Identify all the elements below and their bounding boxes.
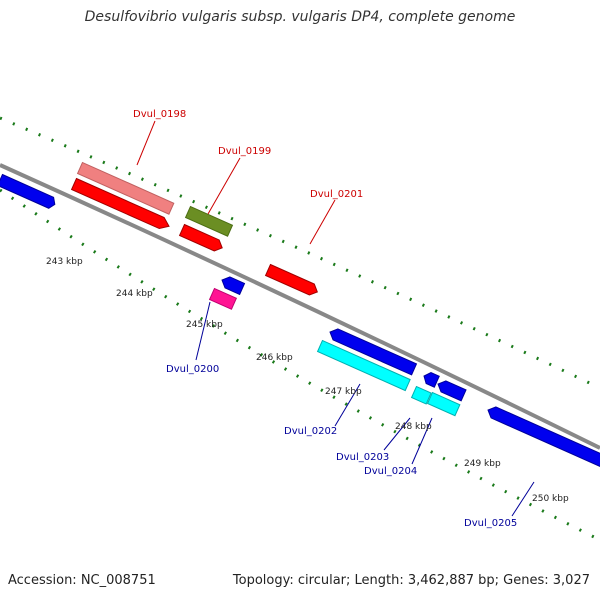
outer-gc-track [0,116,600,390]
gene-Dvul_0204-cyan[interactable] [426,391,461,417]
gene-Dvul_0199-olive[interactable] [184,205,234,237]
label-Dvul_0203[interactable]: Dvul_0203 [336,452,389,463]
gene-Dvul_0200-magenta[interactable] [208,287,238,310]
gene-Dvul_0203-cyan[interactable] [410,385,432,405]
tick-label: 247 kbp [325,387,362,397]
label-Dvul_0198[interactable]: Dvul_0198 [133,109,186,120]
label-Dvul_0205[interactable]: Dvul_0205 [464,518,517,529]
label-Dvul_0201[interactable]: Dvul_0201 [310,189,363,200]
gene-labels: Dvul_0198 Dvul_0199 Dvul_0201 Dvul_0200 … [133,109,517,529]
gene-Dvul_0198-salmon[interactable] [76,161,175,215]
tick-label: 243 kbp [46,257,83,267]
tick-label: 249 kbp [464,459,501,469]
label-Dvul_0200[interactable]: Dvul_0200 [166,364,219,375]
gene-Dvul_0203[interactable] [422,371,440,388]
label-Dvul_0204[interactable]: Dvul_0204 [364,466,417,477]
tick-label: 248 kbp [395,422,432,432]
gene-Dvul_0202-cyan[interactable] [316,339,411,392]
label-Dvul_0202[interactable]: Dvul_0202 [284,426,337,437]
gene-Dvul_0200[interactable] [220,275,246,296]
label-Dvul_0199[interactable]: Dvul_0199 [218,146,271,157]
map-title: Desulfovibrio vulgaris subsp. vulgaris D… [84,9,516,25]
genome-summary: Topology: circular; Length: 3,462,887 bp… [232,573,590,588]
kbp-ticks: 243 kbp 244 kbp 245 kbp 246 kbp 247 kbp … [46,257,569,504]
gene-Dvul_0199[interactable] [178,223,225,254]
genome-backbone [0,163,600,450]
gene-Dvul_0198[interactable] [70,177,172,232]
tick-label: 245 kbp [186,320,223,330]
label-leaders [136,120,535,517]
inner-gc-track [0,188,600,542]
tick-label: 246 kbp [256,353,293,363]
gene-Dvul_0205[interactable] [486,405,600,470]
tick-label: 250 kbp [532,494,569,504]
gene-Dvul_0202[interactable] [328,327,418,376]
gene-Dvul_0201[interactable] [264,263,320,298]
tick-label: 244 kbp [116,289,153,299]
accession-label: Accession: NC_008751 [8,573,156,588]
gene-leftmost-blue[interactable] [0,173,57,210]
gene-Dvul_0204[interactable] [436,379,467,402]
